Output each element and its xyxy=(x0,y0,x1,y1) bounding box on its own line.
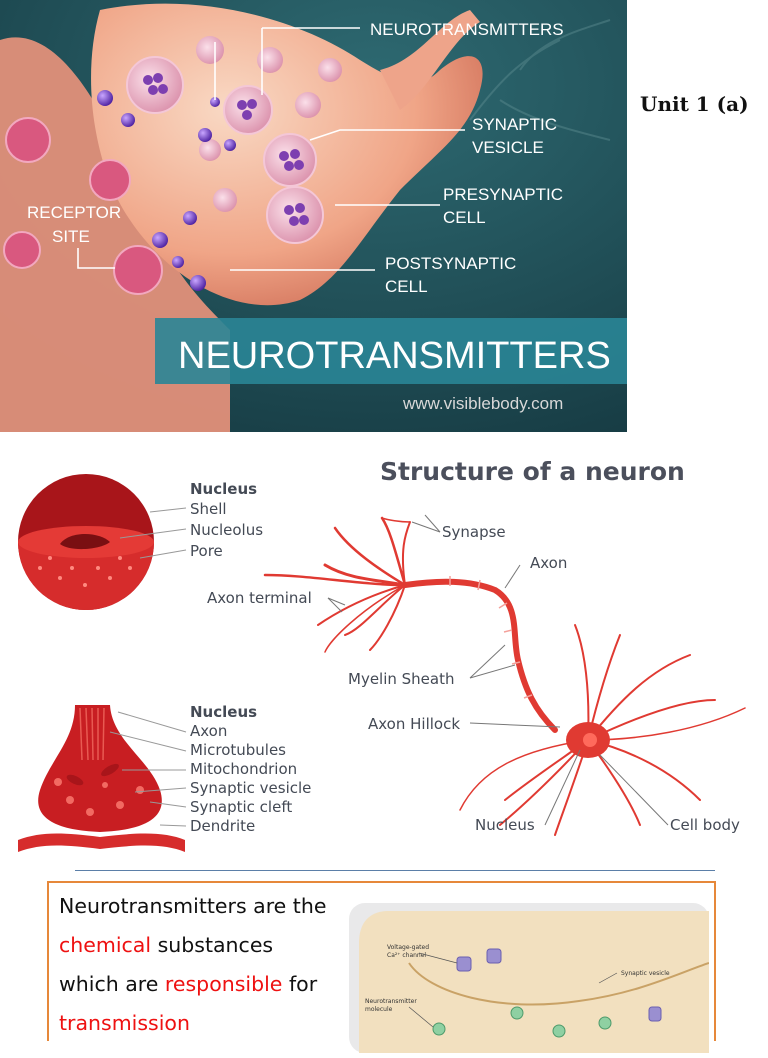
nucleus-heading: Nucleus xyxy=(190,480,257,498)
terminal-item-axon: Axon xyxy=(190,722,227,740)
nucleus-item-nucleolus: Nucleolus xyxy=(190,521,263,539)
highlight-chemical: chemical xyxy=(59,933,151,957)
callout-axon: Axon xyxy=(530,554,567,572)
neuron-drawing xyxy=(265,518,745,835)
callout-cell-body: Cell body xyxy=(670,816,740,834)
highlight-responsible: responsible xyxy=(165,972,283,996)
neurotransmitters-illustration: NEUROTRANSMITTERS SYNAPTIC VESICLE PRESY… xyxy=(0,0,627,432)
line2-text: substances xyxy=(151,933,273,957)
definition-line-1: Neurotransmitters are the xyxy=(59,887,359,926)
definition-line-2: chemical substances xyxy=(59,926,359,965)
definition-paragraph: Neurotransmitters are the chemical subst… xyxy=(59,887,359,1043)
unit-label: Unit 1 (a) xyxy=(640,92,749,116)
label-postsynaptic-1: POSTSYNAPTIC xyxy=(385,254,516,273)
callout-axon-terminal: Axon terminal xyxy=(207,589,312,607)
diagram-title: Structure of a neuron xyxy=(380,457,685,486)
inset-svg: Voltage-gated Ca²⁺ channel Synaptic vesi… xyxy=(349,903,709,1053)
callout-synapse: Synapse xyxy=(442,523,506,541)
inset-label-molecule-1: Neurotransmitter xyxy=(365,998,417,1005)
neuron-diagram-svg: Structure of a neuron Nucleus Shell Nucl… xyxy=(0,440,768,860)
inset-label-vesicle: Synaptic vesicle xyxy=(621,970,670,977)
callout-axon-hillock: Axon Hillock xyxy=(368,715,460,733)
definition-line-3: which are responsible for xyxy=(59,965,359,1004)
terminal-item-synaptic-vesicle: Synaptic vesicle xyxy=(190,779,311,797)
label-presynaptic-2: CELL xyxy=(443,208,486,227)
nucleus-legend: Nucleus Shell Nucleolus Pore xyxy=(190,480,263,560)
callout-myelin-sheath: Myelin Sheath xyxy=(348,670,455,688)
synaptic-terminal xyxy=(18,705,185,852)
nucleus-sphere xyxy=(18,474,154,610)
terminal-item-dendrite: Dendrite xyxy=(190,817,255,835)
terminal-item-microtubules: Microtubules xyxy=(190,741,286,759)
synapse-illustration-svg: NEUROTRANSMITTERS SYNAPTIC VESICLE PRESY… xyxy=(0,0,627,432)
nucleus-item-pore: Pore xyxy=(190,542,223,560)
highlight-transmission: transmission xyxy=(59,1011,190,1035)
label-synaptic-vesicle-2: VESICLE xyxy=(472,138,544,157)
inset-label-channel-1: Voltage-gated xyxy=(387,944,429,951)
terminal-heading: Nucleus xyxy=(190,703,257,721)
synapse-inset-figure: Voltage-gated Ca²⁺ channel Synaptic vesi… xyxy=(349,903,709,1053)
label-synaptic-vesicle-1: SYNAPTIC xyxy=(472,115,557,134)
label-postsynaptic-2: CELL xyxy=(385,277,428,296)
section-divider xyxy=(75,870,715,871)
definition-box: Neurotransmitters are the chemical subst… xyxy=(47,881,716,1041)
label-presynaptic-1: PRESYNAPTIC xyxy=(443,185,563,204)
label-receptor-2: SITE xyxy=(52,227,90,246)
line1-text: Neurotransmitters are the xyxy=(59,894,326,918)
label-neurotransmitters: NEUROTRANSMITTERS xyxy=(370,20,564,39)
terminal-item-synaptic-cleft: Synaptic cleft xyxy=(190,798,292,816)
label-receptor-1: RECEPTOR xyxy=(27,203,121,222)
image-credit: www.visiblebody.com xyxy=(402,394,563,413)
banner-title: NEUROTRANSMITTERS xyxy=(178,335,611,377)
inset-label-molecule-2: molecule xyxy=(365,1006,393,1013)
line3-end: for xyxy=(282,972,317,996)
cell-nucleus xyxy=(583,733,597,747)
neuron-structure-diagram: Structure of a neuron Nucleus Shell Nucl… xyxy=(0,440,768,860)
line3-start: which are xyxy=(59,972,165,996)
callout-nucleus: Nucleus xyxy=(475,816,535,834)
terminal-legend: Nucleus Axon Microtubules Mitochondrion … xyxy=(190,703,311,835)
terminal-item-mitochondrion: Mitochondrion xyxy=(190,760,297,778)
nucleus-item-shell: Shell xyxy=(190,500,227,518)
